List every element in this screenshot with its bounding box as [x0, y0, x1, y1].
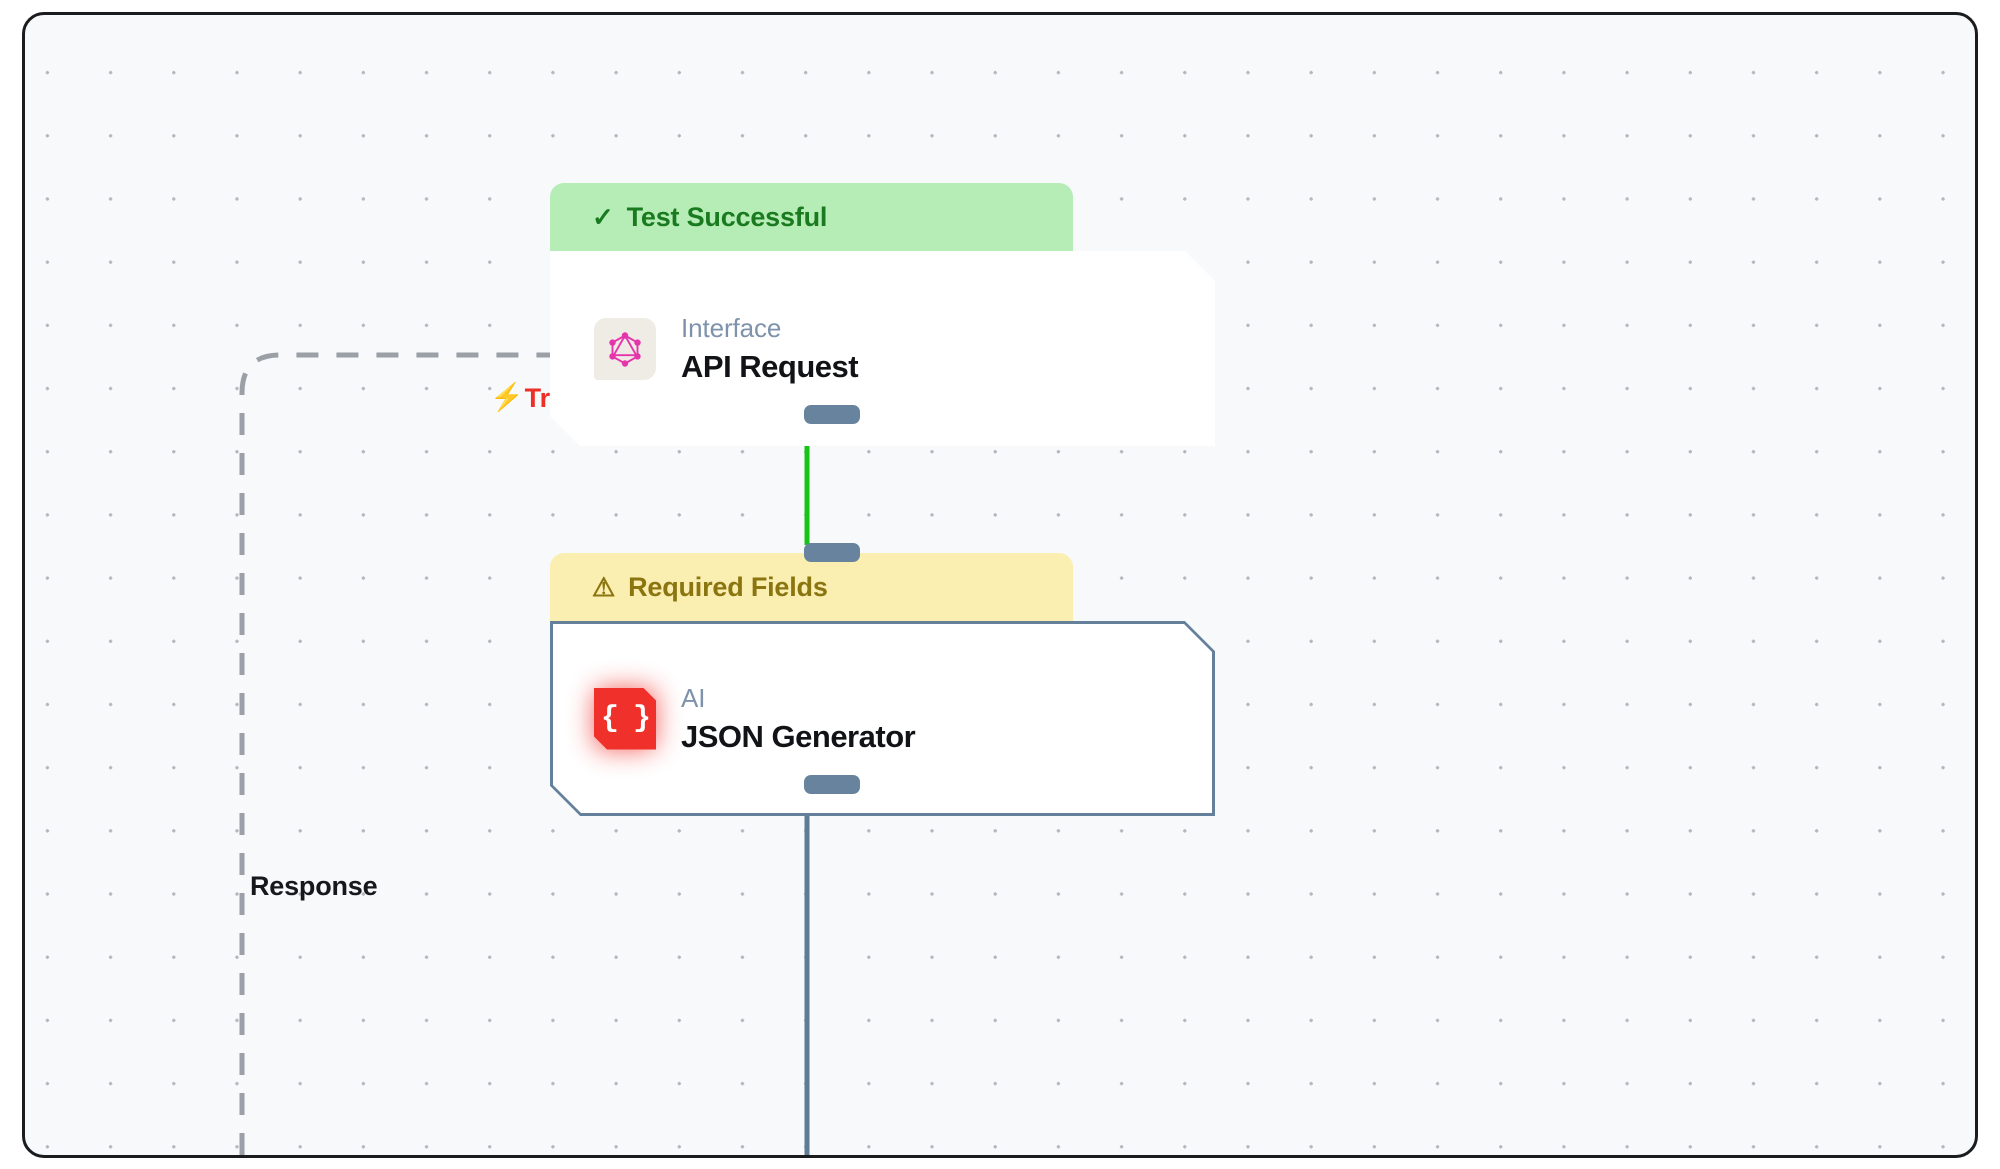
check-icon: ✓ — [592, 202, 614, 232]
node-icon-wrap — [594, 318, 656, 380]
status-banner-required-fields: ⚠ Required Fields — [550, 553, 1073, 631]
node-kind-label: AI — [681, 683, 706, 714]
node-kind-label: Interface — [681, 313, 782, 344]
status-banner-test-successful: ✓ Test Successful — [550, 183, 1073, 261]
status-banner-label: Test Successful — [626, 201, 828, 232]
card-outline-inner — [553, 624, 1212, 813]
warning-triangle-icon: ⚠ — [592, 572, 616, 602]
graphql-icon — [594, 318, 656, 380]
lightning-bolt-icon: ⚡ — [490, 382, 524, 412]
node-title: JSON Generator — [681, 718, 916, 754]
node-title: API Request — [681, 348, 859, 384]
port-input-json-generator[interactable] — [804, 543, 860, 562]
node-json-generator[interactable]: ⚠ Required Fields { } AI JSON Generator — [550, 543, 1215, 816]
port-output-api-request[interactable] — [804, 405, 860, 424]
response-edge-label: Response — [250, 871, 378, 901]
node-card-json-generator[interactable]: { } AI JSON Generator — [550, 621, 1215, 816]
node-api-request[interactable]: ✓ Test Successful — [550, 183, 1215, 446]
node-card-api-request[interactable]: Interface API Request — [550, 251, 1215, 446]
node-text-block: Interface API Request — [681, 312, 858, 385]
node-icon-wrap: { } — [594, 688, 656, 750]
status-banner-label: Required Fields — [628, 571, 828, 602]
workflow-canvas[interactable]: ⚡ Trigger Response ✓ Test Successful — [22, 12, 1978, 1158]
node-text-block: AI JSON Generator — [681, 682, 915, 755]
port-output-json-generator[interactable] — [804, 775, 860, 794]
json-braces-icon: { } — [594, 688, 656, 750]
